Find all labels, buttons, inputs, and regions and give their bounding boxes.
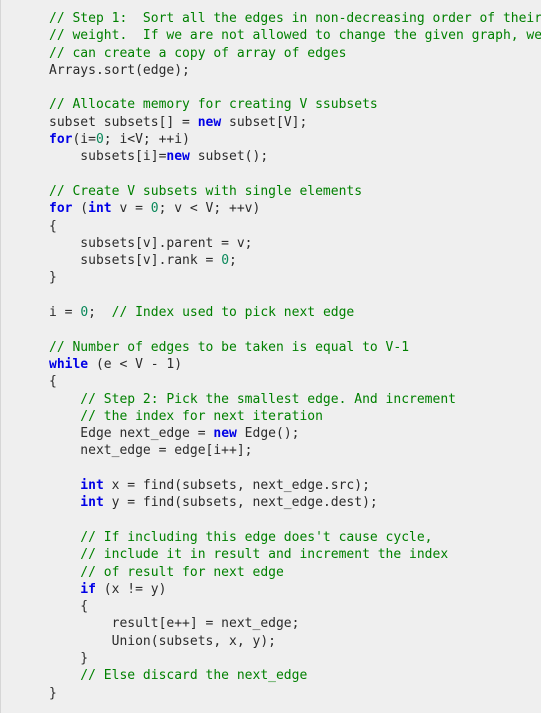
code-line: // If including this edge does't cause c… bbox=[49, 529, 541, 546]
code-line: { bbox=[49, 373, 541, 390]
code-token-number: 0 bbox=[221, 253, 230, 269]
code-line: { bbox=[49, 218, 541, 235]
code-token-keyword: new bbox=[166, 149, 190, 165]
code-token-number: 0 bbox=[95, 132, 104, 148]
code-token-plain: ; bbox=[88, 305, 112, 321]
code-token-plain: (e < V - 1) bbox=[88, 356, 183, 372]
code-line bbox=[49, 287, 541, 304]
code-line: subsets[v].rank = 0; bbox=[49, 252, 541, 269]
code-token-number: 0 bbox=[80, 305, 89, 321]
code-line bbox=[49, 460, 541, 477]
code-token-keyword: int bbox=[88, 201, 112, 217]
code-token-plain: ; v < V; ++v) bbox=[158, 201, 261, 217]
code-token-plain: ; bbox=[229, 253, 237, 269]
code-token-plain: } bbox=[49, 685, 57, 701]
code-token-comment: // of result for next edge bbox=[49, 564, 284, 580]
code-token-plain: x = find(subsets, next_edge.src); bbox=[103, 478, 370, 494]
code-token-plain: Arrays.sort(edge); bbox=[49, 62, 190, 78]
code-line: // of result for next edge bbox=[49, 564, 541, 581]
code-line: int x = find(subsets, next_edge.src); bbox=[49, 477, 541, 494]
code-token-plain: { bbox=[49, 599, 89, 615]
code-token-comment: // If including this edge does't cause c… bbox=[49, 529, 433, 545]
code-line: if (x != y) bbox=[49, 581, 541, 598]
code-line: } bbox=[49, 685, 541, 702]
code-line: // weight. If we are not allowed to chan… bbox=[49, 27, 541, 44]
code-token-plain: v = bbox=[111, 201, 151, 217]
code-token-plain: ( bbox=[72, 201, 89, 217]
code-token-keyword: int bbox=[49, 478, 104, 494]
code-line: // Allocate memory for creating V ssubse… bbox=[49, 96, 541, 113]
code-line: // include it in result and increment th… bbox=[49, 546, 541, 563]
code-line: Union(subsets, x, y); bbox=[49, 633, 541, 650]
code-line: i = 0; // Index used to pick next edge bbox=[49, 304, 541, 321]
code-token-keyword: new bbox=[213, 426, 237, 442]
code-token-keyword: new bbox=[197, 114, 222, 130]
code-line bbox=[49, 512, 541, 529]
code-token-plain: Edge(); bbox=[236, 426, 300, 442]
code-token-comment: // the index for next iteration bbox=[49, 408, 323, 424]
code-token-plain: subset subsets[] = bbox=[49, 114, 198, 130]
code-line: Edge next_edge = new Edge(); bbox=[49, 425, 541, 442]
code-token-plain: y = find(subsets, next_edge.dest); bbox=[103, 495, 378, 511]
code-token-plain: subsets[v].parent = v; bbox=[49, 235, 253, 251]
code-line: subsets[i]=new subset(); bbox=[49, 148, 541, 165]
code-token-comment: // Step 1: Sort all the edges in non-dec… bbox=[49, 11, 541, 26]
code-token-comment: // Else discard the next_edge bbox=[49, 668, 308, 684]
code-token-keyword: int bbox=[49, 495, 104, 511]
code-line: // the index for next iteration bbox=[49, 408, 541, 425]
code-line: // Number of edges to be taken is equal … bbox=[49, 339, 541, 356]
code-token-comment: // Number of edges to be taken is equal … bbox=[49, 339, 410, 355]
code-token-number: 0 bbox=[150, 201, 159, 217]
code-line: subset subsets[] = new subset[V]; bbox=[49, 114, 541, 131]
code-line: result[e++] = next_edge; bbox=[49, 615, 541, 632]
code-line: Arrays.sort(edge); bbox=[49, 62, 541, 79]
code-token-keyword: for bbox=[49, 132, 73, 148]
code-line: for (int v = 0; v < V; ++v) bbox=[49, 200, 541, 217]
code-line: subsets[v].parent = v; bbox=[49, 235, 541, 252]
code-token-keyword: for bbox=[49, 201, 73, 217]
code-line: // can create a copy of array of edges bbox=[49, 45, 541, 62]
code-token-plain: Union(subsets, x, y); bbox=[49, 633, 276, 649]
code-line: for(i=0; i<V; ++i) bbox=[49, 131, 541, 148]
code-token-plain: subset(); bbox=[189, 149, 269, 165]
code-token-plain: result[e++] = next_edge; bbox=[49, 616, 300, 632]
code-token-comment: // include it in result and increment th… bbox=[49, 547, 449, 563]
code-token-plain: next_edge = edge[i++]; bbox=[49, 443, 253, 459]
code-token-plain: } bbox=[49, 270, 57, 286]
code-token-comment: // Create V subsets with single elements bbox=[49, 183, 363, 199]
code-token-plain: } bbox=[49, 650, 89, 666]
code-token-plain: subsets[i]= bbox=[49, 149, 167, 165]
code-line bbox=[49, 166, 541, 183]
code-line: // Else discard the next_edge bbox=[49, 667, 541, 684]
code-line: int y = find(subsets, next_edge.dest); bbox=[49, 494, 541, 511]
code-line bbox=[49, 79, 541, 96]
code-token-plain: subset[V]; bbox=[221, 114, 308, 130]
code-token-plain: Edge next_edge = bbox=[49, 426, 214, 442]
code-token-plain: i = bbox=[49, 305, 81, 321]
code-line: // Step 1: Sort all the edges in non-dec… bbox=[49, 10, 541, 27]
code-token-plain: { bbox=[49, 374, 57, 390]
code-token-plain: { bbox=[49, 218, 57, 234]
code-token-plain: ; i<V; ++i) bbox=[103, 132, 190, 148]
code-line: } bbox=[49, 269, 541, 286]
code-line bbox=[49, 321, 541, 338]
code-token-comment: // can create a copy of array of edges bbox=[49, 45, 347, 61]
code-token-comment: // Step 2: Pick the smallest edge. And i… bbox=[49, 391, 456, 407]
code-token-comment: // Index used to pick next edge bbox=[111, 305, 355, 321]
code-token-plain: subsets[v].rank = bbox=[49, 253, 222, 269]
code-token-keyword: if bbox=[49, 581, 96, 597]
code-line: } bbox=[49, 650, 541, 667]
code-token-keyword: while bbox=[49, 356, 89, 372]
code-line: next_edge = edge[i++]; bbox=[49, 442, 541, 459]
code-line: while (e < V - 1) bbox=[49, 356, 541, 373]
code-line: // Step 2: Pick the smallest edge. And i… bbox=[49, 391, 541, 408]
code-token-plain: (i= bbox=[72, 132, 96, 148]
code-line: // Create V subsets with single elements bbox=[49, 183, 541, 200]
code-token-comment: // weight. If we are not allowed to chan… bbox=[49, 28, 541, 44]
code-block: // Step 1: Sort all the edges in non-dec… bbox=[49, 10, 541, 702]
code-token-comment: // Allocate memory for creating V ssubse… bbox=[49, 97, 378, 113]
code-line: { bbox=[49, 598, 541, 615]
code-token-plain: (x != y) bbox=[95, 581, 167, 597]
